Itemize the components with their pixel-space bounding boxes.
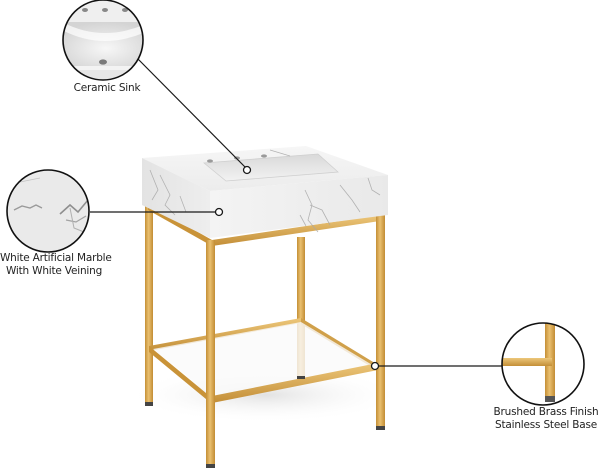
callout-label-line: Brushed Brass Finish (493, 406, 599, 418)
marble-texture-detail-icon (6, 169, 90, 253)
callout-dots (214, 165, 380, 371)
callout-label-line: Stainless Steel Base (495, 419, 597, 431)
marble-countertop (142, 146, 388, 238)
back-legs (145, 205, 305, 405)
callout-label-marble: White Artificial Marble With White Veini… (0, 252, 112, 278)
brass-leg-detail-icon (501, 322, 585, 406)
callout-label-line: With White Veining (5, 265, 103, 277)
callout-lines (90, 57, 502, 367)
ceramic-sink-detail-icon (62, 0, 144, 81)
front-legs (145, 214, 385, 468)
callout-label-line: Ceramic Sink (73, 82, 141, 94)
callout-label-ceramic-sink: Ceramic Sink (62, 82, 152, 95)
sink-basin (202, 153, 339, 182)
callout-label-brass-base: Brushed Brass Finish Stainless Steel Bas… (492, 406, 600, 432)
callout-label-line: White Artificial Marble (0, 252, 112, 264)
